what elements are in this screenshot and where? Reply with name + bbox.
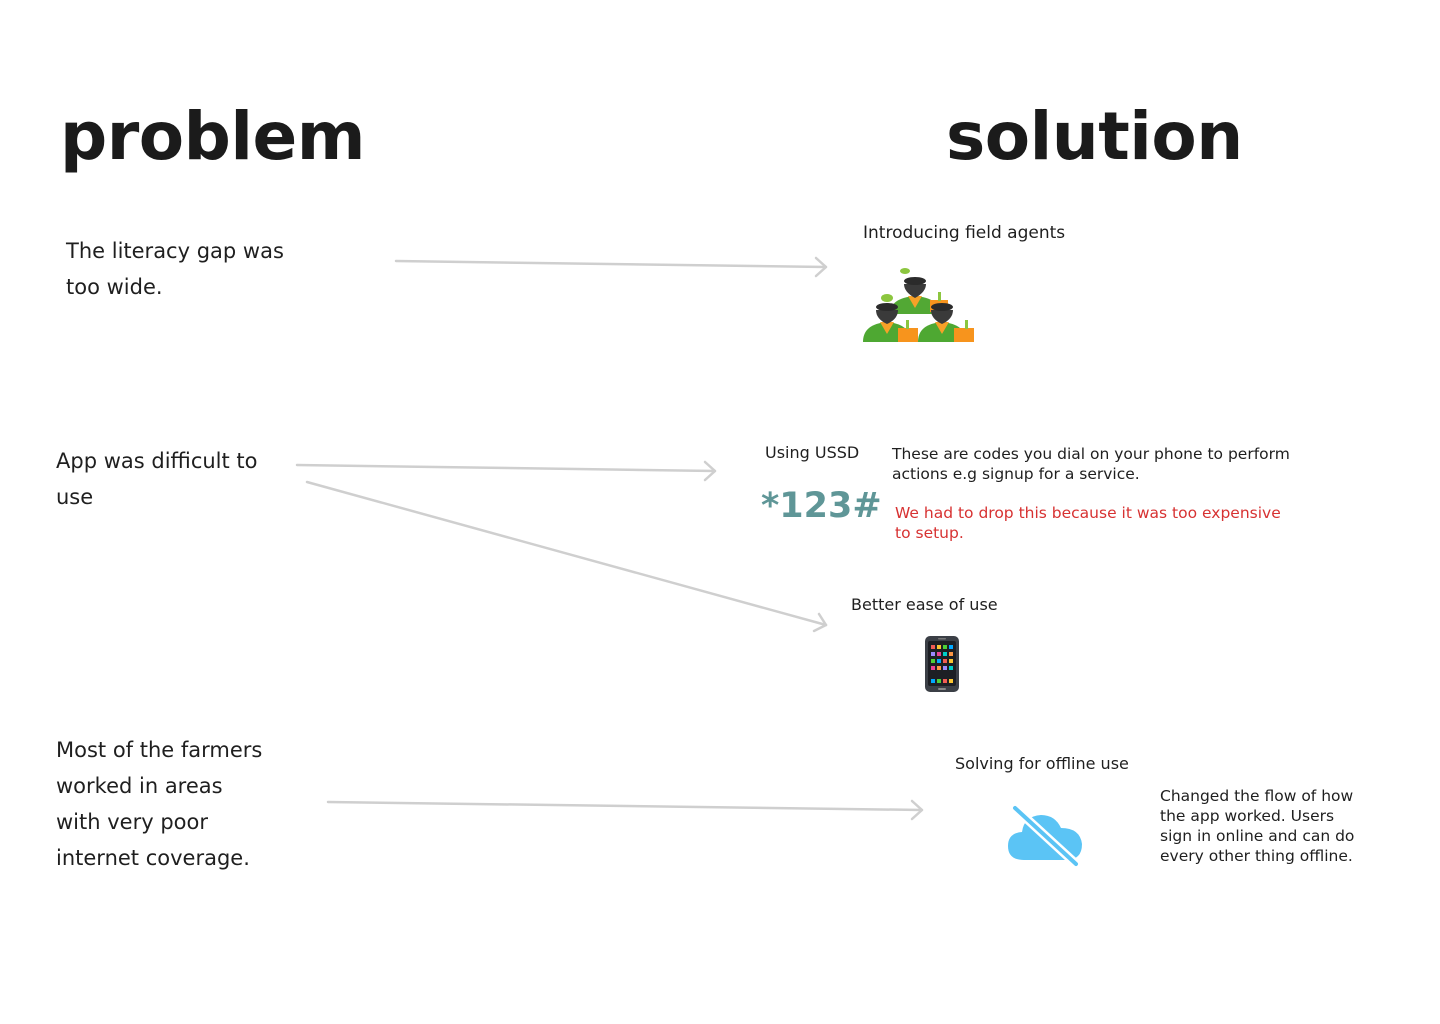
problem-poor-coverage: Most of the farmers worked in areas with… <box>56 738 263 870</box>
ussd-dropped-note: We had to drop this because it was too e… <box>895 504 1281 542</box>
ussd-code: *123# <box>761 486 882 526</box>
offline-description: Changed the flow of how the app worked. … <box>1160 787 1355 865</box>
arrow-app-to-ease <box>305 480 828 633</box>
ussd-label: Using USSD <box>765 443 860 462</box>
arrow-coverage-to-offline <box>326 799 924 821</box>
field-agents-label: Introducing field agents <box>863 223 1066 243</box>
offline-label: Solving for offline use <box>955 754 1129 773</box>
solution-heading: solution <box>946 98 1243 175</box>
ussd-description: These are codes you dial on your phone t… <box>892 445 1290 483</box>
arrow-app-to-ussd <box>295 460 717 482</box>
farmers-group-icon <box>860 262 978 348</box>
problem-app-difficult: App was difficult to use <box>56 449 258 509</box>
arrow-literacy-to-agents <box>394 256 828 278</box>
problem-literacy-gap: The literacy gap was too wide. <box>66 239 284 299</box>
cloud-off-icon <box>1006 803 1084 869</box>
smartphone-icon <box>924 635 960 693</box>
problem-heading: problem <box>60 98 366 175</box>
ease-of-use-label: Better ease of use <box>851 595 998 614</box>
